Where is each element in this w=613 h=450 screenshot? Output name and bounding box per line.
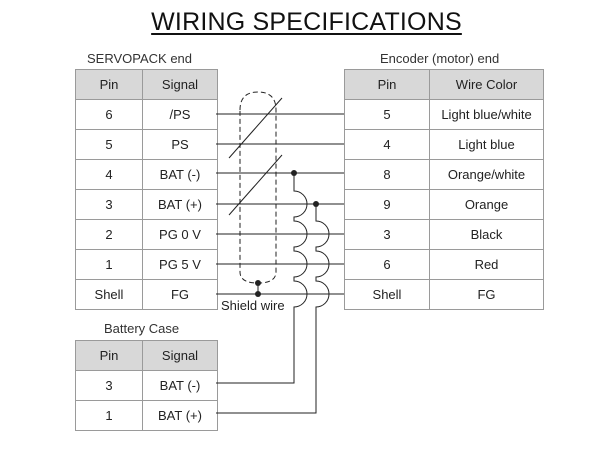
pin-cell: 4 [344,129,430,160]
column-header-pin: Pin [344,69,430,100]
wire-battery-neg [216,173,308,384]
signal-cell: FG [142,279,218,310]
table-header-row: Pin Wire Color [344,69,544,100]
pin-cell: 6 [75,99,143,130]
diagram-title: WIRING SPECIFICATIONS [151,8,462,36]
pin-cell: 9 [344,189,430,220]
pin-cell: Shell [344,279,430,310]
junction-dot [255,280,261,286]
battery-caption: Battery Case [104,321,180,336]
twisted-pair-mark-2 [228,154,283,216]
junction-dot [313,201,319,207]
wire-battery-pos [216,204,330,414]
signal-cell: BAT (+) [142,400,218,431]
encoder-caption: Encoder (motor) end [380,51,500,66]
column-header-wire-color: Wire Color [429,69,544,100]
pin-cell: Shell [75,279,143,310]
twisted-pair-mark-1 [228,97,283,159]
servopack-caption: SERVOPACK end [87,51,193,66]
wire-color-cell: FG [429,279,544,310]
pin-cell: 3 [75,189,143,220]
signal-cell: PG 0 V [142,219,218,250]
pin-cell: 6 [344,249,430,280]
wire-color-cell: Light blue/white [429,99,544,130]
wire-color-cell: Red [429,249,544,280]
table-row: 6/PS [75,99,218,130]
junction-dot [291,170,297,176]
column-header-pin: Pin [75,340,143,371]
wire-color-cell: Orange [429,189,544,220]
shield-wire-label: Shield wire [220,298,286,313]
pin-cell: 1 [75,400,143,431]
wire-color-cell: Orange/white [429,159,544,190]
table-header-row: Pin Signal [75,340,218,371]
signal-cell: PG 5 V [142,249,218,280]
signal-cell: /PS [142,99,218,130]
pin-cell: 5 [75,129,143,160]
column-header-signal: Signal [142,340,218,371]
junction-dot [255,291,261,297]
wire-color-cell: Black [429,219,544,250]
shield-outline [239,91,277,284]
signal-cell: BAT (-) [142,370,218,401]
column-header-pin: Pin [75,69,143,100]
